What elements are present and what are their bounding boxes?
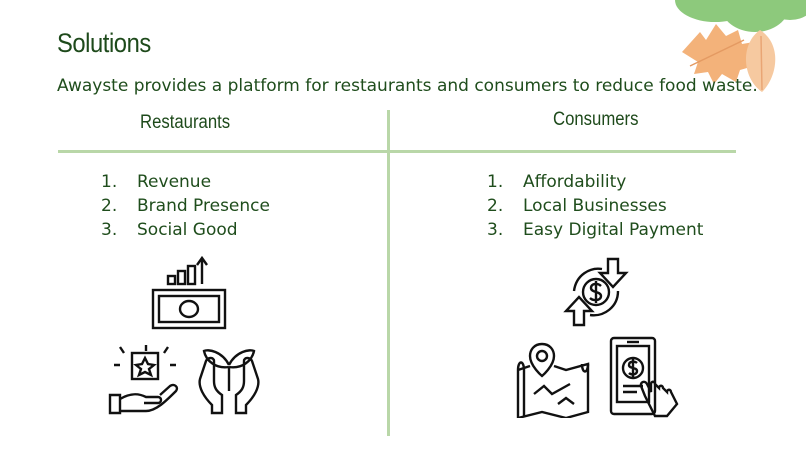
list-item: 1.Revenue <box>101 172 212 192</box>
foliage-decoration <box>675 0 806 92</box>
horizontal-divider <box>58 150 736 153</box>
consumers-benefits-list: 1.Affordability 2.Local Businesses 3.Eas… <box>487 170 703 242</box>
list-item: 2.Brand Presence <box>101 196 270 216</box>
restaurants-heading: Restaurants <box>140 112 231 133</box>
list-item: 1.Affordability <box>487 172 627 192</box>
map-location-icon <box>516 342 590 418</box>
plant-hands-icon <box>198 349 260 415</box>
vertical-divider <box>387 110 390 436</box>
slide-title: Solutions <box>57 28 151 58</box>
list-item: 3.Social Good <box>101 220 238 240</box>
consumers-heading: Consumers <box>553 109 639 130</box>
slide-subtitle: Awayste provides a platform for restaura… <box>57 76 758 96</box>
list-item: 2.Local Businesses <box>487 196 667 216</box>
money-growth-icon <box>151 255 227 330</box>
restaurants-benefits-list: 1.Revenue 2.Brand Presence 3.Social Good <box>101 170 270 242</box>
star-review-hand-icon <box>108 345 179 415</box>
money-refund-icon <box>563 257 629 327</box>
mobile-payment-icon <box>609 336 679 418</box>
list-item: 3.Easy Digital Payment <box>487 220 704 240</box>
